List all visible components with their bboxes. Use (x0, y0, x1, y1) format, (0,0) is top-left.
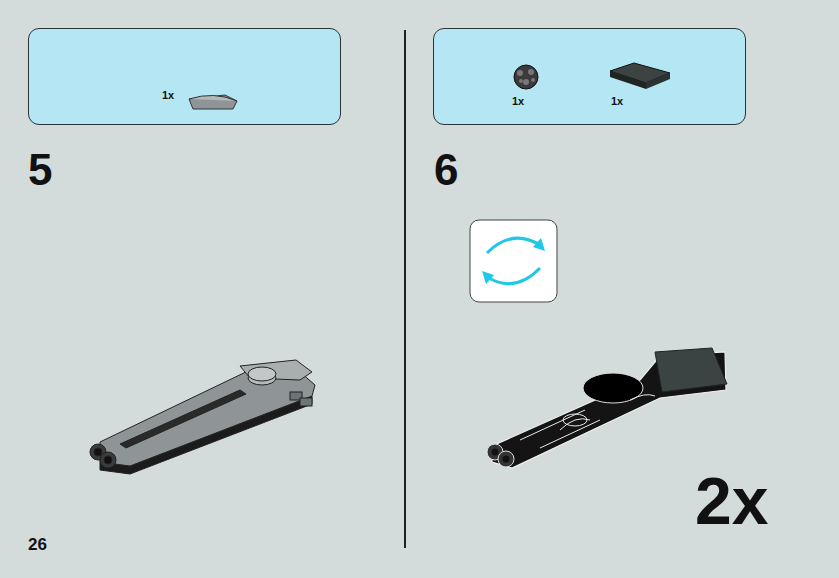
parts-callout-box: 1x (28, 28, 341, 125)
repeat-count: 2x (695, 468, 768, 534)
step-number: 5 (28, 148, 52, 192)
parts-callout-box: 1x 1x (433, 28, 746, 125)
step6-model (487, 348, 727, 468)
part-quantity: 1x (512, 95, 524, 107)
rotate-icon (470, 220, 557, 302)
part-quantity: 1x (162, 89, 174, 101)
part-quantity: 1x (611, 95, 623, 107)
step-number: 6 (434, 148, 458, 192)
part-icon (610, 63, 670, 89)
step-divider (404, 30, 406, 548)
part-icons (29, 29, 342, 126)
page-number: 26 (28, 536, 47, 553)
part-icon (514, 65, 538, 89)
step5-model (90, 360, 315, 474)
part-icon (189, 95, 237, 109)
part-icons (434, 29, 747, 126)
